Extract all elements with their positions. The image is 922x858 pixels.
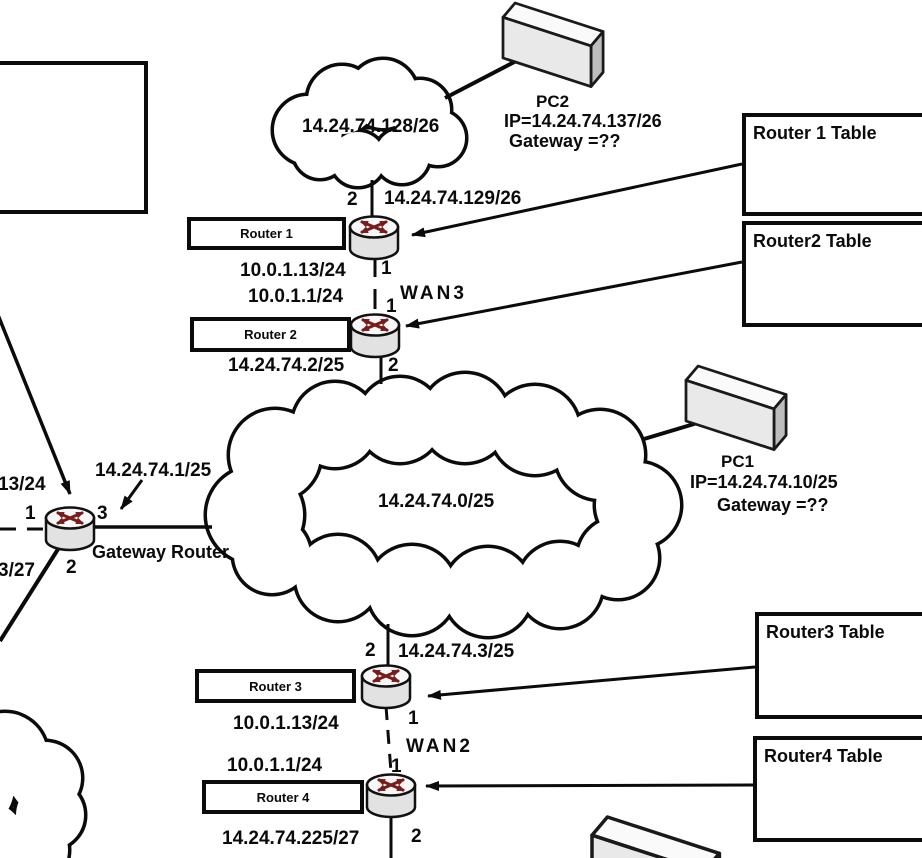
top-left-empty-box — [0, 61, 148, 214]
router2-wan-port: 1 — [386, 296, 397, 317]
gateway-router-icon — [46, 508, 94, 551]
arrow-table3-to-router3 — [427, 665, 756, 700]
top-cloud-label: 14.24.74.128/26 — [302, 116, 440, 137]
gateway-port3: 3 — [97, 503, 108, 524]
router2-table-box: Router2 Table — [742, 221, 922, 327]
link-topcloud-pc2 — [444, 56, 523, 100]
top-cloud — [270, 56, 469, 190]
router1-table-box: Router 1 Table — [742, 113, 922, 216]
arrow-table1-to-router1 — [411, 162, 743, 238]
router2-lan-ip: 14.24.74.2/25 — [228, 355, 345, 376]
router2-name-box: Router 2 — [190, 317, 351, 352]
router4-table-box: Router4 Table — [753, 736, 922, 842]
pc2-gateway: Gateway =?? — [509, 131, 621, 151]
pc2-icon — [501, 1, 605, 88]
bottom-pc-icon — [590, 815, 722, 858]
wan2-label: WAN2 — [406, 736, 473, 757]
pc1-ip: IP=14.24.74.10/25 — [690, 472, 838, 492]
pc1-name: PC1 — [721, 452, 755, 471]
gateway-port2: 2 — [66, 557, 77, 578]
router1-lan-port: 2 — [347, 189, 358, 210]
pc1-gateway: Gateway =?? — [717, 495, 829, 515]
pc2-name: PC2 — [536, 92, 570, 111]
router2-icon — [351, 315, 399, 358]
arrow-topleft-to-gateway — [0, 315, 72, 495]
center-cloud-label: 14.24.74.0/25 — [378, 491, 495, 512]
gateway-partial-ip-left: 13/24 — [0, 474, 46, 495]
router3-lan-port: 2 — [365, 640, 376, 661]
router4-wan-ip: 10.0.1.1/24 — [227, 755, 323, 776]
router3-name-box: Router 3 — [195, 669, 356, 703]
router4-wan-port: 1 — [391, 756, 402, 777]
router4-name: Router 4 — [256, 789, 310, 805]
router4-name-box: Router 4 — [202, 780, 364, 814]
gateway-port3-ip: 14.24.74.1/25 — [95, 460, 212, 481]
router1-name-box: Router 1 — [187, 217, 346, 250]
router1-lan-ip: 14.24.74.129/26 — [384, 188, 522, 209]
arrow-table4-to-router4 — [425, 780, 754, 791]
arrow-ip-to-port3 — [119, 479, 144, 510]
router4-lan-ip: 14.24.74.225/27 — [222, 828, 360, 849]
router1-wan-ip: 10.0.1.13/24 — [240, 260, 346, 281]
router3-table-box: Router3 Table — [755, 612, 922, 719]
router3-wan-ip: 10.0.1.13/24 — [233, 713, 339, 734]
router1-wan-port: 1 — [381, 258, 392, 279]
gateway-partial-ip-bottom: 3/27 — [0, 560, 35, 581]
arrow-table2-to-router2 — [405, 260, 743, 329]
router1-name: Router 1 — [240, 226, 293, 241]
pc1-icon — [684, 364, 788, 451]
router3-wan-port: 1 — [408, 708, 419, 729]
center-cloud — [203, 370, 684, 640]
router3-lan-ip: 14.24.74.3/25 — [398, 641, 515, 662]
router2-lan-port: 2 — [388, 355, 399, 376]
router3-name: Router 3 — [249, 678, 302, 694]
wan2-link — [384, 705, 393, 773]
router3-table-title: Router3 Table — [766, 622, 885, 642]
pc2-ip: IP=14.24.74.137/26 — [504, 111, 662, 131]
router4-table-title: Router4 Table — [764, 746, 883, 766]
bottom-left-cloud — [0, 709, 88, 858]
router1-table-title: Router 1 Table — [753, 123, 877, 143]
wan3-label: WAN3 — [400, 283, 467, 304]
router1-icon — [350, 217, 398, 260]
router2-table-title: Router2 Table — [753, 231, 872, 251]
router3-icon — [362, 666, 410, 709]
link-gateway-port2 — [0, 544, 62, 643]
router4-lan-port: 2 — [411, 826, 422, 847]
gateway-port1: 1 — [25, 503, 36, 524]
wan-links — [0, 257, 393, 773]
router4-icon — [367, 775, 415, 818]
pointer-arrows — [0, 162, 756, 791]
router2-wan-ip: 10.0.1.1/24 — [248, 286, 344, 307]
gateway-router-name: Gateway Router — [92, 542, 230, 562]
router2-name: Router 2 — [244, 327, 297, 342]
